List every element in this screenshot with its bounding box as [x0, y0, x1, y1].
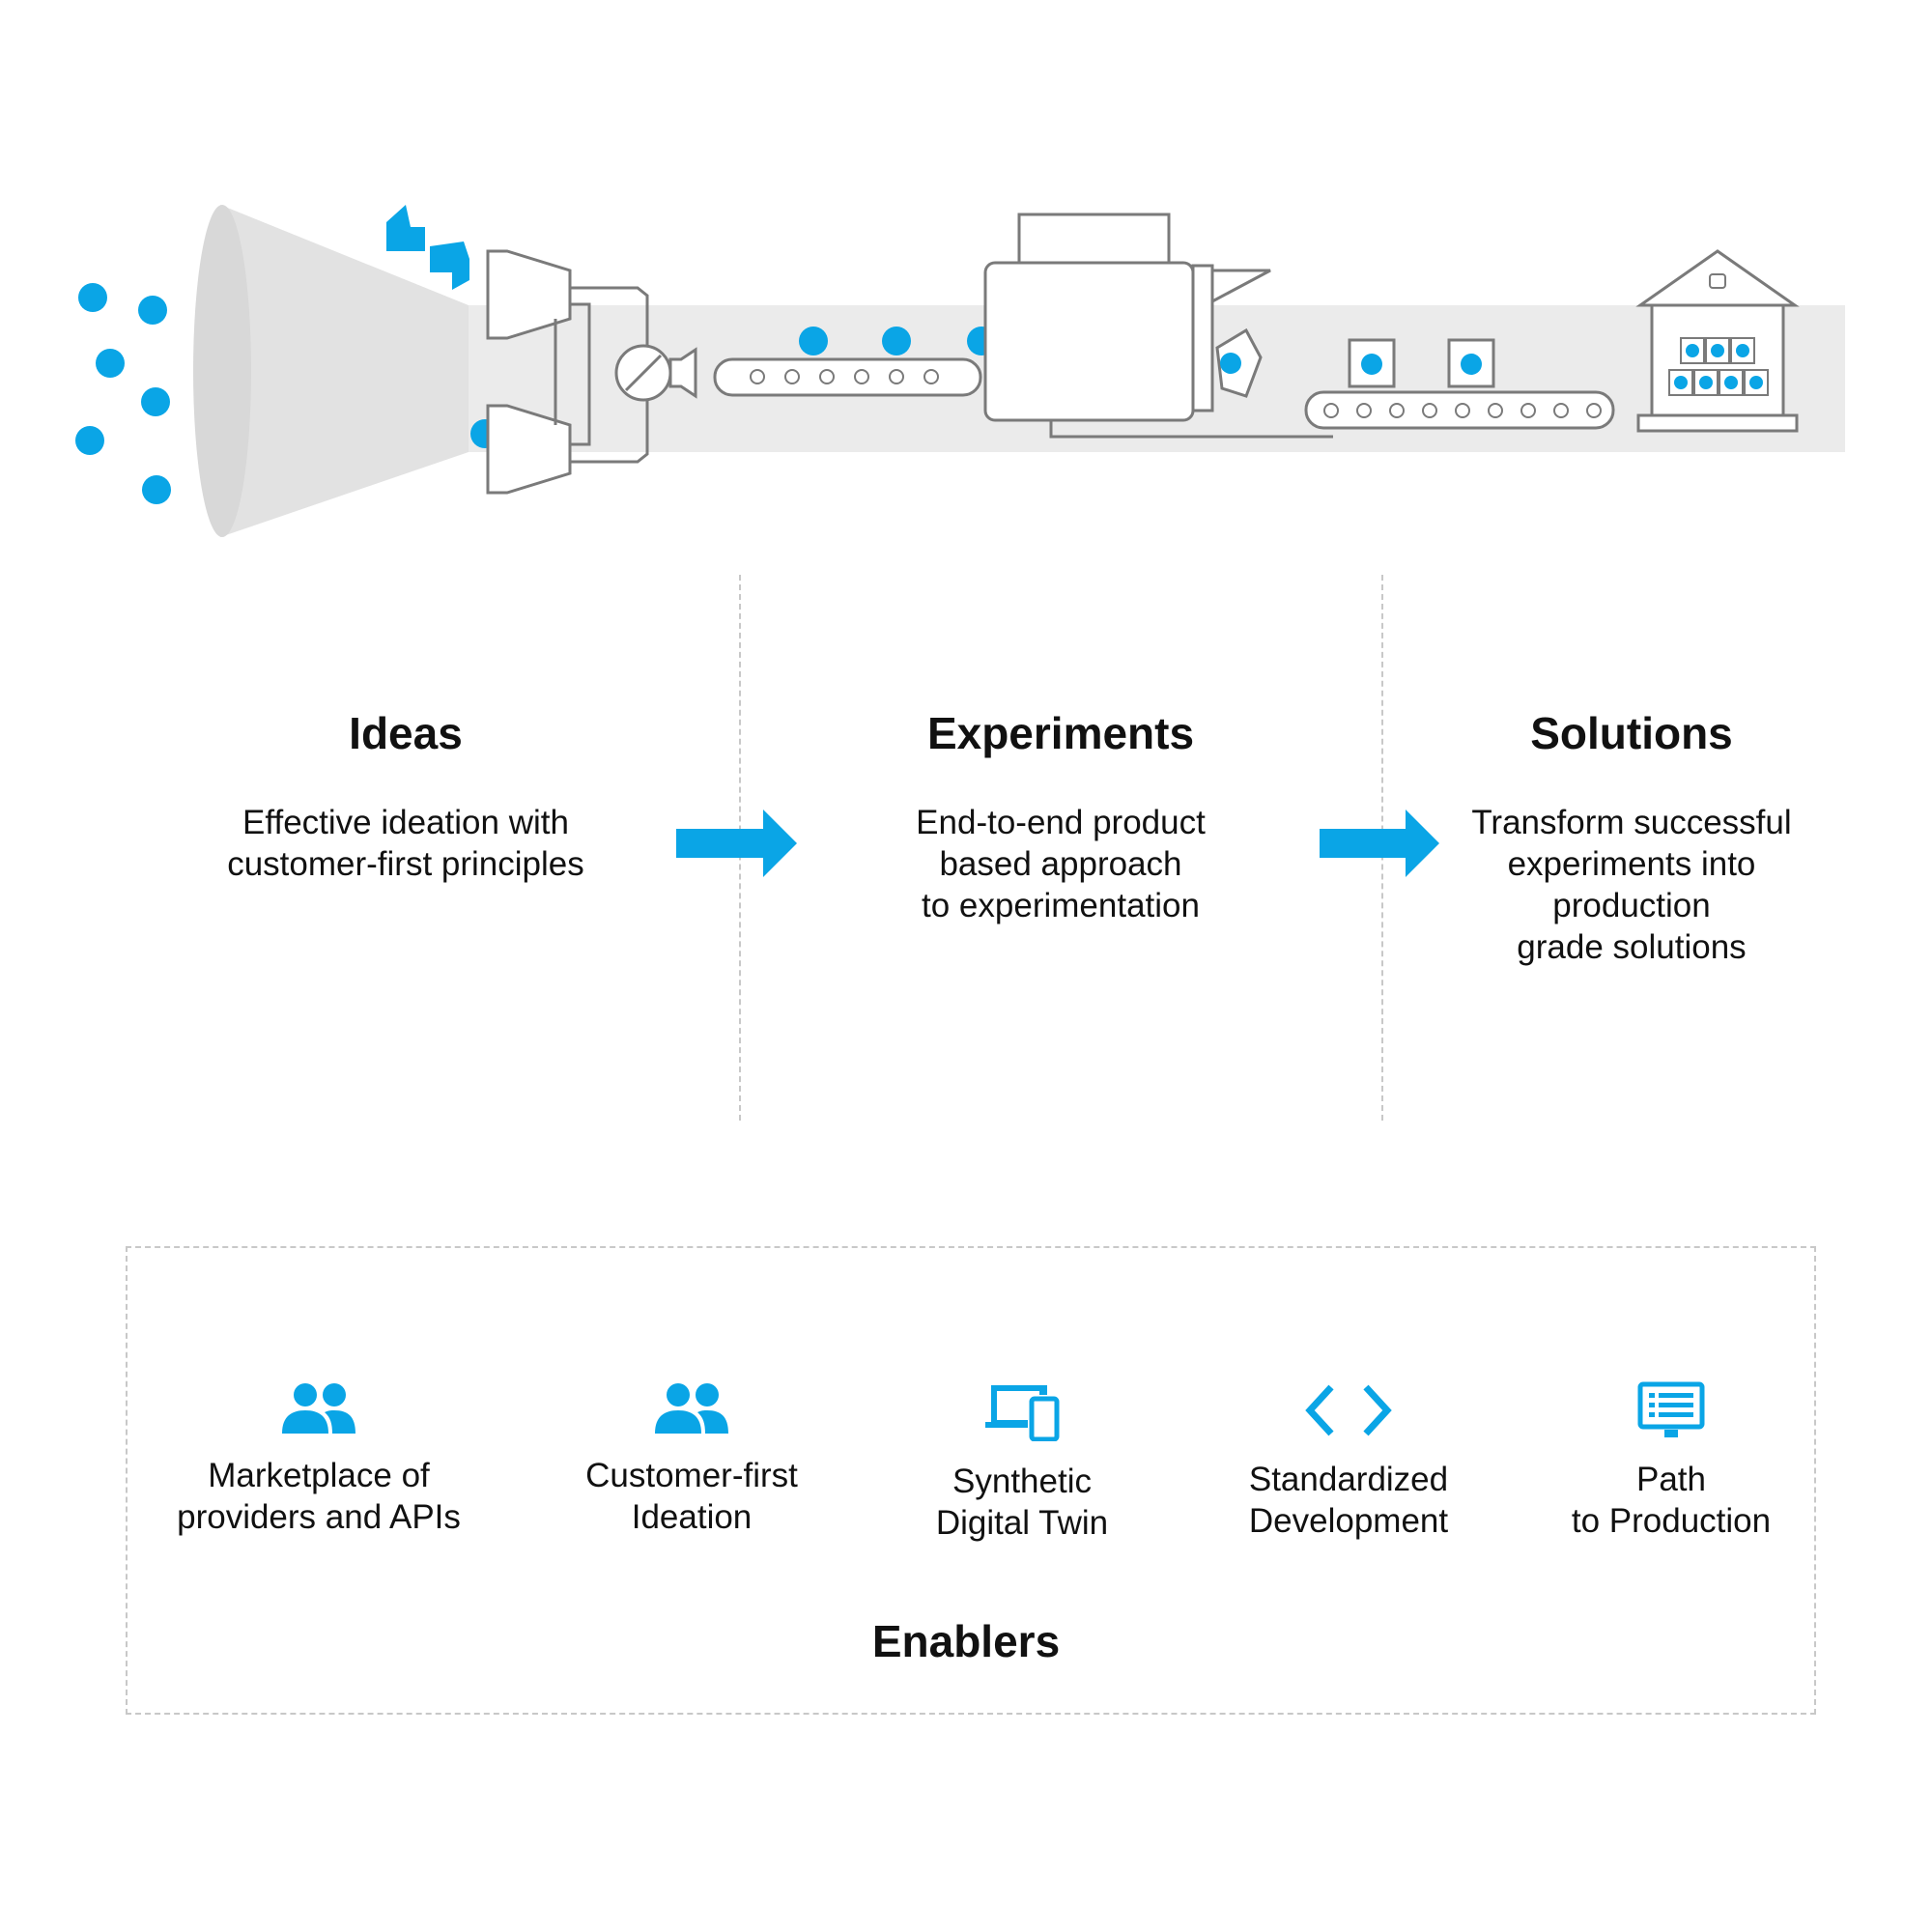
enabler-customer-first: Customer-first Ideation [518, 1381, 866, 1538]
code-icon [1305, 1384, 1392, 1436]
conveyor-2 [1304, 338, 1615, 430]
enabler-label: Synthetic Digital Twin [935, 1463, 1109, 1542]
hopper-machine [486, 249, 697, 495]
funnel-cone [220, 205, 469, 537]
quote-icon [386, 205, 469, 290]
warehouse [1635, 249, 1800, 433]
enabler-digital-twin: Synthetic Digital Twin [848, 1381, 1196, 1544]
enabler-label: Marketplace of providers and APIs [177, 1457, 461, 1536]
enabler-standardized-development: Standardized Development [1175, 1381, 1522, 1542]
idea-dots [75, 283, 499, 504]
experiment-machine [983, 213, 1333, 439]
stage-desc-solutions: Transform successful experiments into pr… [1471, 804, 1792, 966]
funnel-mouth [193, 205, 251, 537]
enablers-title: Enablers [871, 1616, 1061, 1666]
enabler-label: Customer-first Ideation [585, 1457, 798, 1536]
enabler-label: Path to Production [1571, 1461, 1772, 1540]
pipeline-illustration [75, 205, 1845, 537]
enabler-marketplace: Marketplace of providers and APIs [145, 1381, 493, 1538]
stage-desc-experiments: End-to-end product based approach to exp… [916, 804, 1206, 924]
stage-title-experiments: Experiments [926, 708, 1195, 758]
stage-title-ideas: Ideas [349, 708, 463, 758]
devices-icon [985, 1385, 1060, 1441]
conveyor-1 [713, 327, 996, 397]
monitor-list-icon [1637, 1381, 1705, 1437]
enablers-panel [126, 1246, 1816, 1715]
people-icon [655, 1383, 728, 1434]
stage-desc-ideas: Effective ideation with customer-first p… [227, 804, 584, 883]
stage-title-solutions: Solutions [1530, 708, 1733, 758]
enabler-label: Standardized Development [1248, 1461, 1449, 1540]
enabler-path-to-production: Path to Production [1497, 1381, 1845, 1542]
people-icon [282, 1383, 355, 1434]
arrow-icon [676, 810, 1439, 877]
